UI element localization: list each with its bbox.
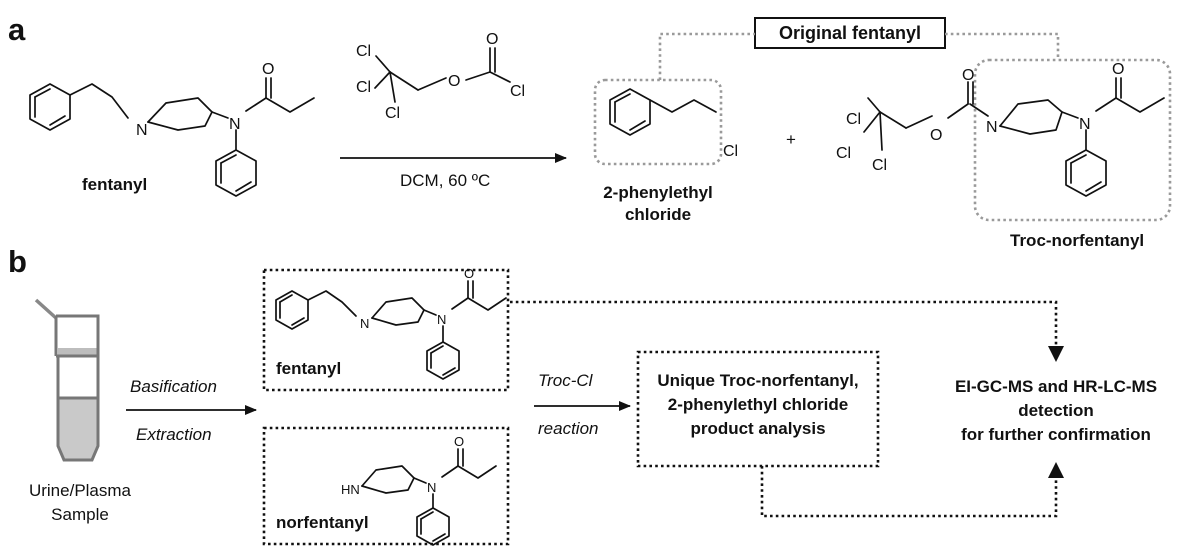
detection-line3: for further confirmation bbox=[961, 425, 1151, 444]
atom-n-amide-troc: N bbox=[1079, 116, 1091, 133]
atom-o-ester-reagent: O bbox=[448, 73, 460, 90]
atom-cl-troc-2: Cl bbox=[836, 145, 851, 162]
step1-basification: Basification bbox=[130, 377, 217, 396]
sample-label-line2: Sample bbox=[51, 505, 109, 524]
detection-line2: detection bbox=[1018, 401, 1094, 420]
troc-cl-reagent-structure bbox=[374, 47, 511, 103]
fentanyl-box-b bbox=[262, 268, 510, 392]
fentanyl-label-b: fentanyl bbox=[276, 359, 341, 378]
atom-o-amide-troc: O bbox=[1112, 61, 1124, 78]
atom-n-amide-b: N bbox=[437, 312, 446, 327]
plus-sign: + bbox=[786, 130, 796, 149]
norfentanyl-core-highlight-box bbox=[973, 58, 1172, 222]
connector-to-troc-norfentanyl bbox=[945, 32, 1060, 60]
product2-name: Troc-norfentanyl bbox=[1010, 231, 1144, 250]
atom-cl-troc-3: Cl bbox=[872, 157, 887, 174]
step2-reaction: reaction bbox=[538, 419, 598, 438]
analysis-line1: Unique Troc-norfentanyl, bbox=[657, 371, 858, 390]
atom-n-amide-norfentanyl: N bbox=[427, 480, 436, 495]
step2-troc-cl: Troc-Cl bbox=[538, 371, 594, 390]
sample-label-line1: Urine/Plasma bbox=[29, 481, 132, 500]
original-fentanyl-box bbox=[754, 17, 946, 49]
atom-n-piperidine-a: N bbox=[136, 122, 148, 139]
step1-extraction: Extraction bbox=[136, 425, 212, 444]
product1-name-line1: 2-phenylethyl bbox=[603, 183, 713, 202]
product-analysis-box bbox=[636, 350, 880, 468]
atom-hn-norfentanyl: HN bbox=[341, 482, 360, 497]
product1-name-line2: chloride bbox=[625, 205, 691, 224]
phenylethyl-chloride-structure bbox=[609, 88, 717, 136]
fentanyl-structure-a bbox=[29, 77, 315, 197]
panel-a-letter: a bbox=[8, 12, 26, 47]
analysis-to-detection-connector bbox=[760, 466, 1058, 518]
sample-tube-icon bbox=[34, 298, 100, 462]
norfentanyl-box bbox=[262, 426, 510, 546]
atom-o-amide-norfentanyl: O bbox=[454, 434, 464, 449]
norfentanyl-label: norfentanyl bbox=[276, 513, 369, 532]
atom-cl-reagent-3: Cl bbox=[385, 105, 400, 122]
atom-cl-troc-1: Cl bbox=[846, 111, 861, 128]
atom-cl-phenylethyl: Cl bbox=[723, 143, 738, 160]
panel-b-letter: b bbox=[8, 244, 27, 279]
atom-n-piperidine-troc: N bbox=[986, 119, 998, 136]
atom-o-carbonyl-troc: O bbox=[962, 67, 974, 84]
connector-to-phenylethyl bbox=[658, 32, 755, 80]
analysis-to-detection-arrowhead bbox=[1048, 462, 1064, 478]
fentanyl-label-a: fentanyl bbox=[82, 175, 147, 194]
atom-o-amide-a: O bbox=[262, 61, 274, 78]
fentanyl-to-detection-arrowhead bbox=[1048, 346, 1064, 362]
atom-o-amide-b: O bbox=[464, 266, 474, 281]
reaction-conditions: DCM, 60 ºC bbox=[400, 171, 490, 190]
fentanyl-structure-b bbox=[275, 280, 507, 380]
phenylethyl-highlight-box bbox=[593, 78, 723, 166]
analysis-line2: 2-phenylethyl chloride bbox=[668, 395, 848, 414]
analysis-line3: product analysis bbox=[690, 419, 825, 438]
atom-n-piperidine-b: N bbox=[360, 316, 369, 331]
norfentanyl-structure bbox=[361, 448, 497, 546]
fentanyl-to-detection-connector bbox=[510, 300, 1058, 350]
atom-cl-reagent-2: Cl bbox=[356, 79, 371, 96]
atom-cl-reagent-1: Cl bbox=[356, 43, 371, 60]
atom-o-ester-troc: O bbox=[930, 127, 942, 144]
atom-cl-reagent-acyl: Cl bbox=[510, 83, 525, 100]
troc-norfentanyl-structure bbox=[863, 77, 1165, 197]
detection-line1: EI-GC-MS and HR-LC-MS bbox=[955, 377, 1157, 396]
atom-o-carbonyl-reagent: O bbox=[486, 31, 498, 48]
atom-n-amide-a: N bbox=[229, 116, 241, 133]
original-fentanyl-label: Original fentanyl bbox=[779, 23, 921, 43]
